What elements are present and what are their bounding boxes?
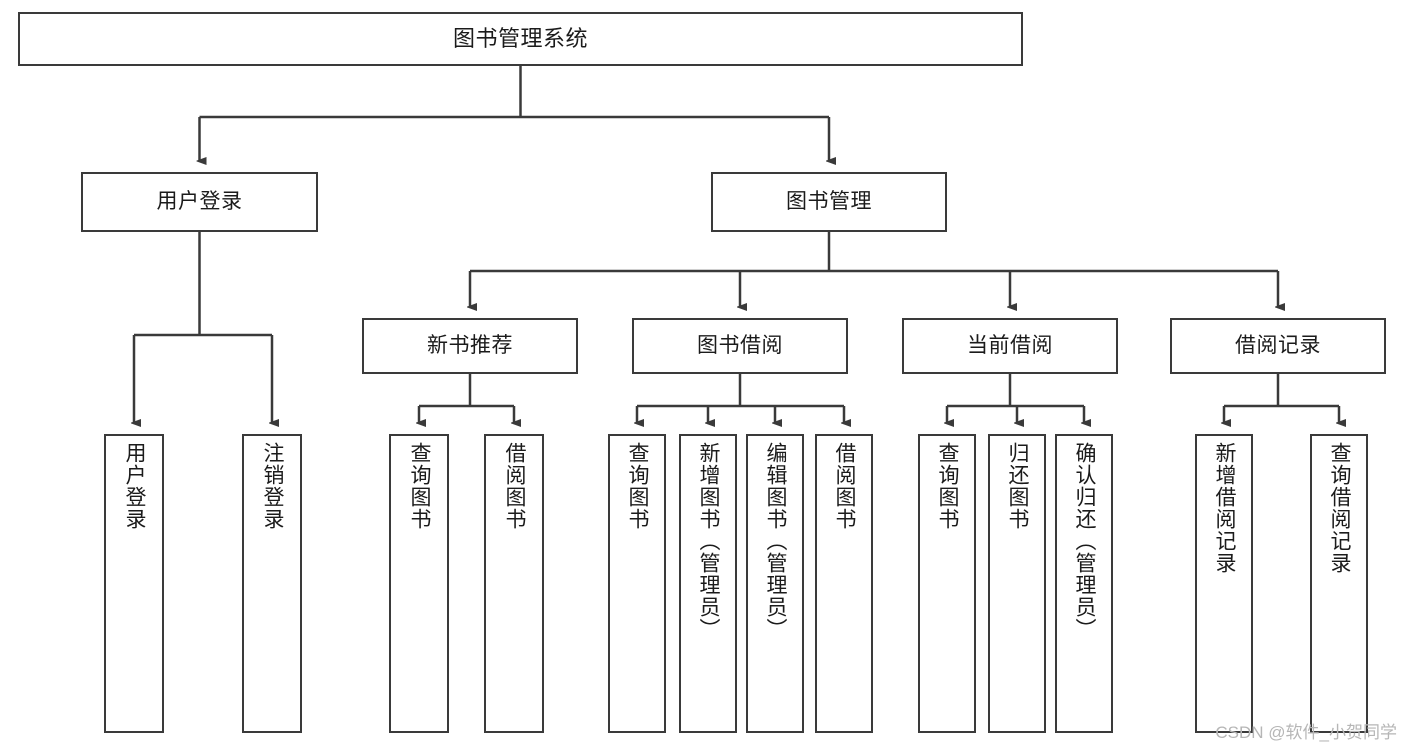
node-book-borrow[interactable]: 图书借阅 [632, 318, 848, 374]
node-root[interactable]: 图书管理系统 [18, 12, 1023, 66]
node-label-new-book-recommend: 新书推荐 [427, 333, 513, 357]
node-leaf-query-borrow-record[interactable]: 查询借阅记录 [1310, 434, 1368, 733]
watermark-text: CSDN @软件_小贺同学 [1215, 723, 1397, 742]
node-label-book-borrow: 图书借阅 [697, 333, 783, 357]
node-leaf-add-book-admin[interactable]: 新增图书（管理员） [679, 434, 737, 733]
node-leaf-query-book-recommend[interactable]: 查询图书 [389, 434, 449, 733]
node-label-borrow-record: 借阅记录 [1235, 333, 1321, 357]
node-label-leaf-borrow-book-recommend: 借阅图书 [503, 442, 527, 530]
node-leaf-user-login[interactable]: 用户登录 [104, 434, 164, 733]
node-label-root: 图书管理系统 [452, 26, 588, 52]
node-label-leaf-add-borrow-record: 新增借阅记录 [1213, 442, 1237, 574]
node-leaf-confirm-return-admin[interactable]: 确认归还（管理员） [1055, 434, 1113, 733]
node-label-leaf-query-book-current: 查询图书 [936, 442, 960, 530]
node-label-leaf-edit-book-admin: 编辑图书（管理员） [764, 442, 788, 640]
node-leaf-return-book[interactable]: 归还图书 [988, 434, 1046, 733]
node-label-leaf-query-book-recommend: 查询图书 [408, 442, 432, 530]
node-label-current-borrow: 当前借阅 [967, 333, 1053, 357]
node-leaf-query-book-current[interactable]: 查询图书 [918, 434, 976, 733]
node-label-leaf-borrow-book: 借阅图书 [833, 442, 857, 530]
node-label-leaf-add-book-admin: 新增图书（管理员） [697, 442, 721, 640]
node-label-user-login: 用户登录 [156, 189, 243, 213]
node-leaf-borrow-book-recommend[interactable]: 借阅图书 [484, 434, 544, 733]
node-leaf-add-borrow-record[interactable]: 新增借阅记录 [1195, 434, 1253, 733]
node-current-borrow[interactable]: 当前借阅 [902, 318, 1118, 374]
node-book-manage[interactable]: 图书管理 [711, 172, 947, 232]
node-leaf-logout-login[interactable]: 注销登录 [242, 434, 302, 733]
node-new-book-recommend[interactable]: 新书推荐 [362, 318, 578, 374]
node-label-book-manage: 图书管理 [786, 189, 872, 213]
node-borrow-record[interactable]: 借阅记录 [1170, 318, 1386, 374]
node-leaf-borrow-book[interactable]: 借阅图书 [815, 434, 873, 733]
node-label-leaf-confirm-return-admin: 确认归还（管理员） [1073, 442, 1097, 640]
node-label-leaf-user-login: 用户登录 [123, 442, 147, 530]
node-label-leaf-return-book: 归还图书 [1006, 442, 1030, 530]
node-label-leaf-query-borrow-record: 查询借阅记录 [1328, 442, 1352, 574]
node-leaf-edit-book-admin[interactable]: 编辑图书（管理员） [746, 434, 804, 733]
node-label-leaf-query-book-borrow: 查询图书 [626, 442, 650, 530]
node-leaf-query-book-borrow[interactable]: 查询图书 [608, 434, 666, 733]
node-label-leaf-logout-login: 注销登录 [261, 442, 285, 530]
node-user-login[interactable]: 用户登录 [81, 172, 318, 232]
